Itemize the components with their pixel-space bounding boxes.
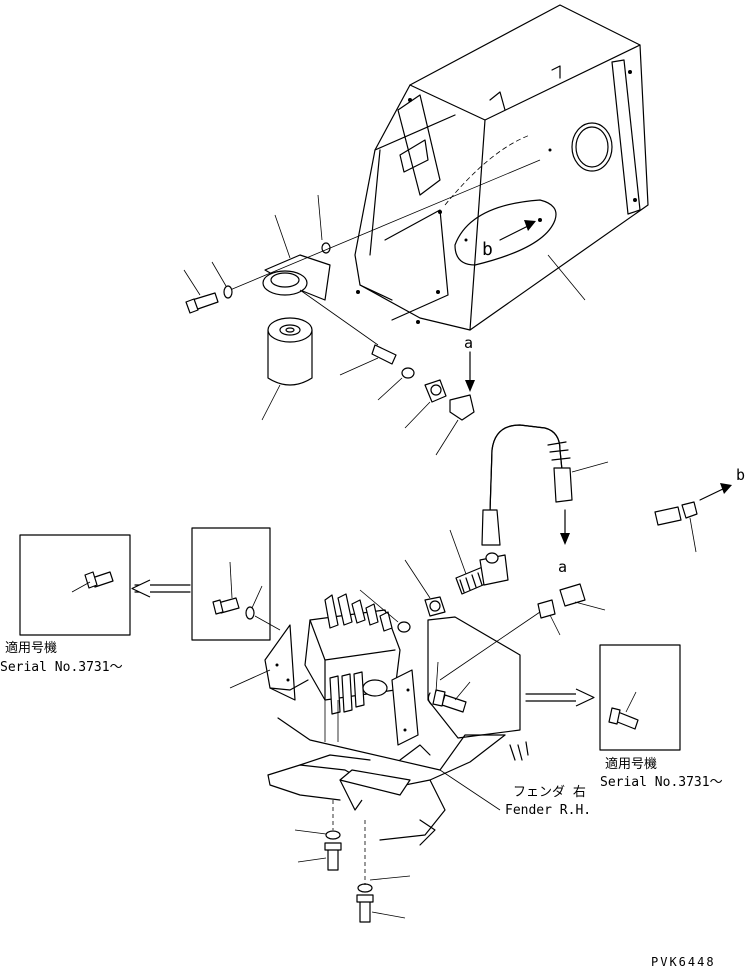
inset-right-serial-label: Serial No.3731～ <box>600 775 723 790</box>
valve-fittings <box>404 529 509 617</box>
filter-assembly <box>229 159 541 421</box>
inset-right-applicable-label: 適用号機 <box>605 756 657 772</box>
inset-right: 適用号機 Serial No.3731～ <box>599 644 723 790</box>
callout-a-mid-label: a <box>558 558 567 576</box>
mounting-bolts <box>294 800 411 923</box>
fender-label: フェンダ 右 Fender R.H. <box>505 785 591 818</box>
bracket-detail-left <box>131 527 281 641</box>
fender-frame <box>267 717 529 846</box>
callout-b-right-label: b <box>736 466 745 484</box>
callout-arrow-b-panel: b <box>482 220 536 260</box>
rigid-tube: b <box>439 466 745 681</box>
drawing-code: PVK6448 <box>651 955 716 969</box>
fender-label-en: Fender R.H. <box>505 803 591 818</box>
filter-bolt <box>183 261 233 314</box>
hood-cover <box>354 4 649 331</box>
callout-a-top-label: a <box>464 334 473 352</box>
control-valve <box>229 589 419 746</box>
fender-label-jp: フェンダ 右 <box>513 785 586 800</box>
hose-fittings-upper <box>299 289 475 456</box>
callout-b-panel-label: b <box>482 239 493 260</box>
flexible-hose: a <box>481 424 609 576</box>
callout-arrow-a-top: a <box>464 334 475 392</box>
inset-left-applicable-label: 適用号機 <box>5 640 57 656</box>
bracket-detail-right <box>427 616 595 739</box>
inset-left: 適用号機 Serial No.3731～ <box>0 534 131 675</box>
inset-left-serial-label: Serial No.3731～ <box>0 660 123 675</box>
